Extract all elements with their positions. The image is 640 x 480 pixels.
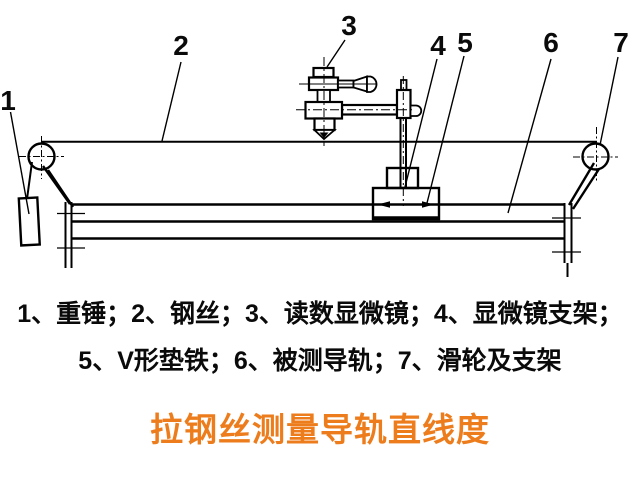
leader-5 [426,55,465,204]
part-label-4: 4 [430,30,446,61]
leader-4 [404,58,438,188]
apparatus-diagram [9,39,619,277]
slide-arrow-right [422,201,434,208]
legend-line-2: 5、V形垫铁；6、被测导轨；7、滑轮及支架 [78,347,562,375]
v-block [371,166,441,221]
reading-microscope [296,57,414,146]
leader-2 [161,61,182,142]
part-label-7: 7 [613,27,629,58]
part-label-3: 3 [341,10,357,41]
part-label-2: 2 [173,30,189,61]
clamp-screw [409,104,423,117]
part-label-1: 1 [0,85,16,116]
leader-6 [507,58,552,214]
slide-title: 拉钢丝测量导轨直线度 [150,411,490,448]
right-pulley [567,127,618,210]
left-pulley [19,136,74,208]
legend-line-1: 1、重锤；2、钢丝；3、读数显微镜；4、显微镜支架； [17,300,623,328]
microscope-stand [395,76,423,206]
leader-1 [9,111,30,215]
leader-7 [599,56,619,146]
leader-lines [9,39,619,215]
part-label-5: 5 [457,27,473,58]
leader-3 [326,39,346,68]
slide-arrow-left [378,201,390,208]
hanging-weight [17,161,42,247]
part-label-6: 6 [543,27,559,58]
rail-under-test [57,202,581,277]
